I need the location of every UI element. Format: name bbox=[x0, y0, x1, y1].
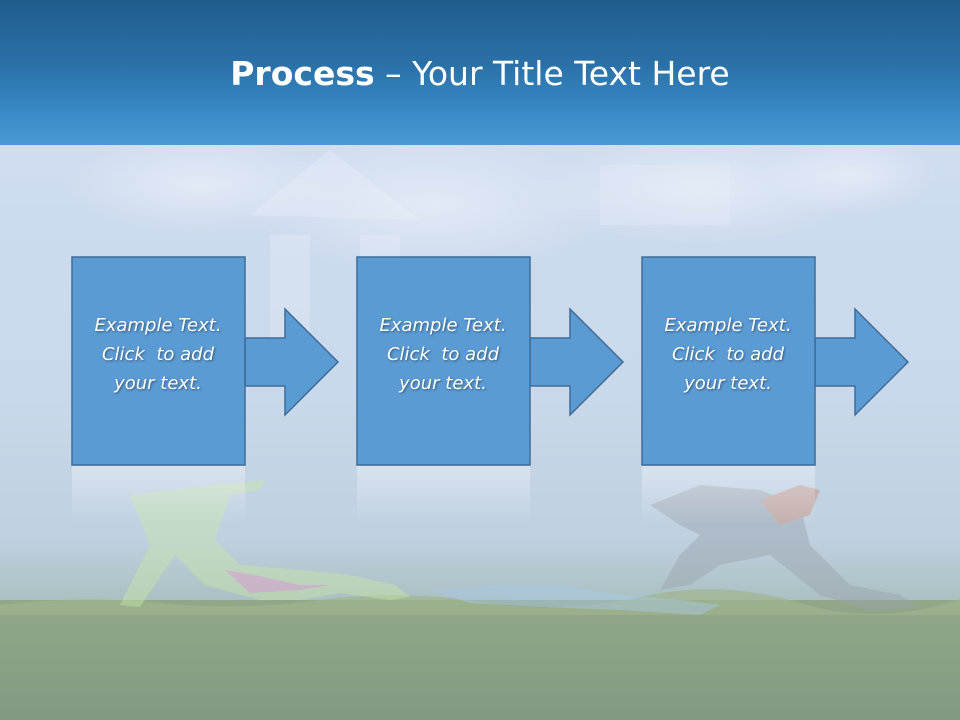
step-line: Click to add bbox=[386, 344, 499, 365]
step-text-2[interactable]: Example Text. Click to add your text. bbox=[357, 311, 529, 398]
process-step-1[interactable] bbox=[71, 256, 340, 526]
right-arrow-icon bbox=[244, 307, 340, 417]
title-rest: – Your Title Text Here bbox=[374, 54, 730, 93]
step-line: your text. bbox=[399, 373, 487, 394]
right-arrow-icon bbox=[814, 307, 910, 417]
process-step-2[interactable] bbox=[356, 256, 625, 526]
step-line: Example Text. bbox=[664, 315, 792, 336]
title-bar bbox=[0, 0, 960, 145]
step-reflection bbox=[72, 466, 245, 526]
step-text-1[interactable]: Example Text. Click to add your text. bbox=[72, 311, 244, 398]
step-line: Example Text. bbox=[94, 315, 222, 336]
step-reflection bbox=[642, 466, 815, 526]
step-line: Example Text. bbox=[379, 315, 507, 336]
right-arrow-icon bbox=[529, 307, 625, 417]
step-box bbox=[71, 256, 246, 466]
title-bold: Process bbox=[230, 54, 375, 93]
step-box bbox=[641, 256, 816, 466]
step-line: your text. bbox=[114, 373, 202, 394]
step-reflection bbox=[357, 466, 530, 526]
slide-title[interactable]: Process – Your Title Text Here bbox=[0, 52, 960, 96]
process-step-3[interactable] bbox=[641, 256, 910, 526]
step-box bbox=[356, 256, 531, 466]
step-line: Click to add bbox=[671, 344, 784, 365]
step-line: your text. bbox=[684, 373, 772, 394]
step-text-3[interactable]: Example Text. Click to add your text. bbox=[642, 311, 814, 398]
grass bbox=[0, 600, 960, 720]
step-line: Click to add bbox=[101, 344, 214, 365]
